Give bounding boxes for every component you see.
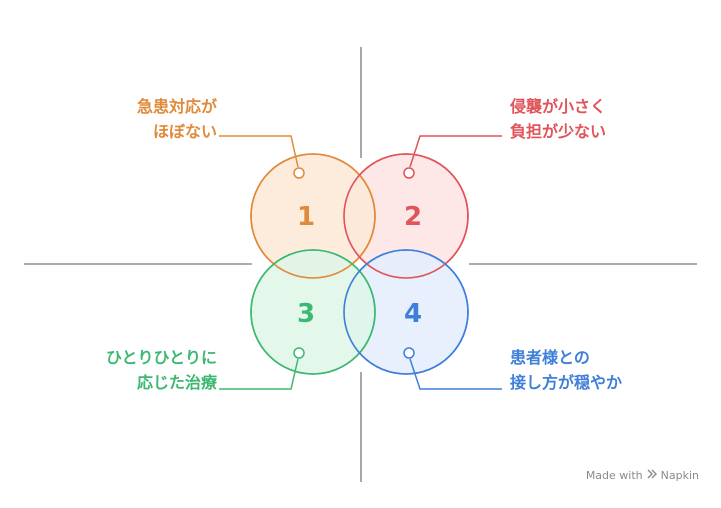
- connector-2: [409, 135, 502, 168]
- number-2: 2: [404, 202, 422, 232]
- circle-1-outline: [250, 153, 376, 279]
- number-4: 4: [404, 299, 422, 329]
- number-3: 3: [297, 299, 315, 329]
- napkin-watermark: Made with Napkin: [586, 469, 699, 482]
- anchor-2: [403, 167, 415, 179]
- anchor-3: [293, 347, 305, 359]
- label-4-line-1: 患者様との: [510, 348, 590, 367]
- circle-2-outline: [343, 153, 469, 279]
- anchor-4: [403, 347, 415, 359]
- connector-3: [219, 358, 299, 390]
- label-2-line-2: 負担が少ない: [510, 122, 607, 141]
- label-1-line-1: 急患対応が: [136, 97, 217, 116]
- label-2-line-1: 侵襲が小さく: [510, 97, 607, 116]
- label-quadrant-1: 急患対応が ほぼない: [137, 94, 217, 144]
- circle-4-outline: [343, 249, 469, 375]
- label-1-line-2: ほぼない: [152, 122, 217, 141]
- anchor-1: [293, 167, 305, 179]
- label-4-line-2: 接し方が穏やか: [510, 373, 623, 392]
- label-3-line-2: 応じた治療: [136, 373, 217, 392]
- napkin-logo-icon: [647, 469, 657, 482]
- label-3-line-1: ひとりひとりに: [105, 348, 217, 367]
- circle-3-outline: [250, 249, 376, 375]
- label-quadrant-4: 患者様との 接し方が穏やか: [510, 345, 622, 395]
- number-1: 1: [297, 202, 315, 232]
- label-quadrant-2: 侵襲が小さく 負担が少ない: [510, 94, 606, 144]
- label-quadrant-3: ひとりひとりに 応じた治療: [106, 345, 217, 395]
- connector-1: [219, 135, 299, 168]
- made-with-text: Made with: [585, 469, 643, 482]
- brand-name: Napkin: [660, 469, 699, 482]
- connector-4: [409, 358, 502, 390]
